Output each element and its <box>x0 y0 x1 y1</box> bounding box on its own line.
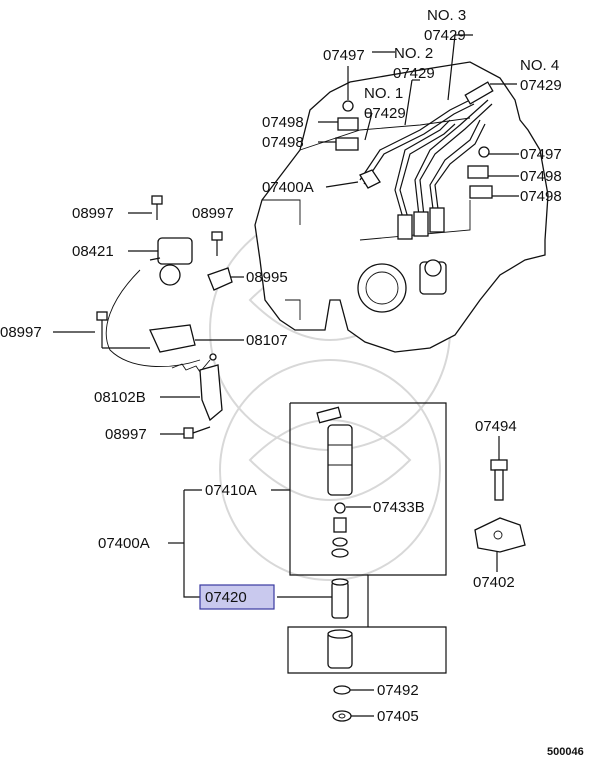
label-no2: NO. 2 <box>394 45 433 62</box>
label-08997-b[interactable]: 08997 <box>192 205 234 222</box>
left-components <box>96 195 233 439</box>
label-08997-d[interactable]: 08997 <box>105 426 147 443</box>
label-07497-right[interactable]: 07497 <box>520 146 562 163</box>
injector-body <box>327 424 353 496</box>
o-ring-07492 <box>333 685 351 695</box>
label-07410A[interactable]: 07410A <box>205 482 257 499</box>
bolt-08997-c <box>96 311 108 336</box>
bolt-08997-a <box>151 195 163 220</box>
nut-07497-top <box>342 100 354 112</box>
nut-07497-right <box>478 146 490 158</box>
label-no4: NO. 4 <box>520 57 559 74</box>
clamp-07498-l2 <box>335 137 359 151</box>
label-07400A-bottom[interactable]: 07400A <box>98 535 150 552</box>
label-07433B[interactable]: 07433B <box>373 499 425 516</box>
label-08997-c[interactable]: 08997 <box>0 324 42 341</box>
label-07402[interactable]: 07402 <box>473 574 515 591</box>
label-07429-no2[interactable]: 07429 <box>393 65 435 82</box>
label-07497-top[interactable]: 07497 <box>323 47 365 64</box>
wire <box>105 269 201 368</box>
label-07429-no1[interactable]: 07429 <box>364 105 406 122</box>
bolt-08997-d <box>183 426 211 439</box>
label-08102B[interactable]: 08102B <box>94 389 146 406</box>
label-07429-no4[interactable]: 07429 <box>520 77 562 94</box>
clamp-07498-l1 <box>337 117 359 131</box>
label-no3: NO. 3 <box>427 7 466 24</box>
label-no1: NO. 1 <box>364 85 403 102</box>
clamp-07498-r2 <box>469 185 493 199</box>
clamp-07402 <box>474 517 526 553</box>
solenoid-08421 <box>149 237 193 286</box>
label-08995[interactable]: 08995 <box>246 269 288 286</box>
lever-08102B <box>199 364 223 422</box>
labels: NO. 3 07429 07497 NO. 2 07429 NO. 4 0742… <box>0 7 584 758</box>
diagram-id: 500046 <box>547 746 584 758</box>
engine-block <box>254 61 549 353</box>
highlight-07420[interactable] <box>199 584 275 610</box>
label-07429-no3[interactable]: 07429 <box>424 27 466 44</box>
plate-08107 <box>149 324 196 353</box>
bolt-07494 <box>494 469 504 501</box>
top-clamps <box>335 100 493 199</box>
label-07498-r1[interactable]: 07498 <box>520 168 562 185</box>
label-08107[interactable]: 08107 <box>246 332 288 349</box>
label-07492[interactable]: 07492 <box>377 682 419 699</box>
bolt-08997-b <box>211 231 223 256</box>
label-07420[interactable]: 07420 <box>205 589 247 606</box>
right-bottom-parts <box>474 459 526 553</box>
label-08421[interactable]: 08421 <box>72 243 114 260</box>
injector-assembly <box>287 402 447 722</box>
washer-07405 <box>332 710 352 722</box>
leader-lines <box>53 34 519 717</box>
bolt-07494-head <box>490 459 508 471</box>
bracket-08995 <box>207 267 233 291</box>
label-07405[interactable]: 07405 <box>377 708 419 725</box>
label-07494[interactable]: 07494 <box>475 418 517 435</box>
label-07498-r2[interactable]: 07498 <box>520 188 562 205</box>
nozzle-07420 <box>331 581 349 619</box>
injection-pipes <box>359 81 494 240</box>
label-07498-l2[interactable]: 07498 <box>262 134 304 151</box>
label-08997-a[interactable]: 08997 <box>72 205 114 222</box>
label-07498-l1[interactable]: 07498 <box>262 114 304 131</box>
label-07400A-top[interactable]: 07400A <box>262 179 314 196</box>
clamp-07498-r1 <box>467 165 489 179</box>
